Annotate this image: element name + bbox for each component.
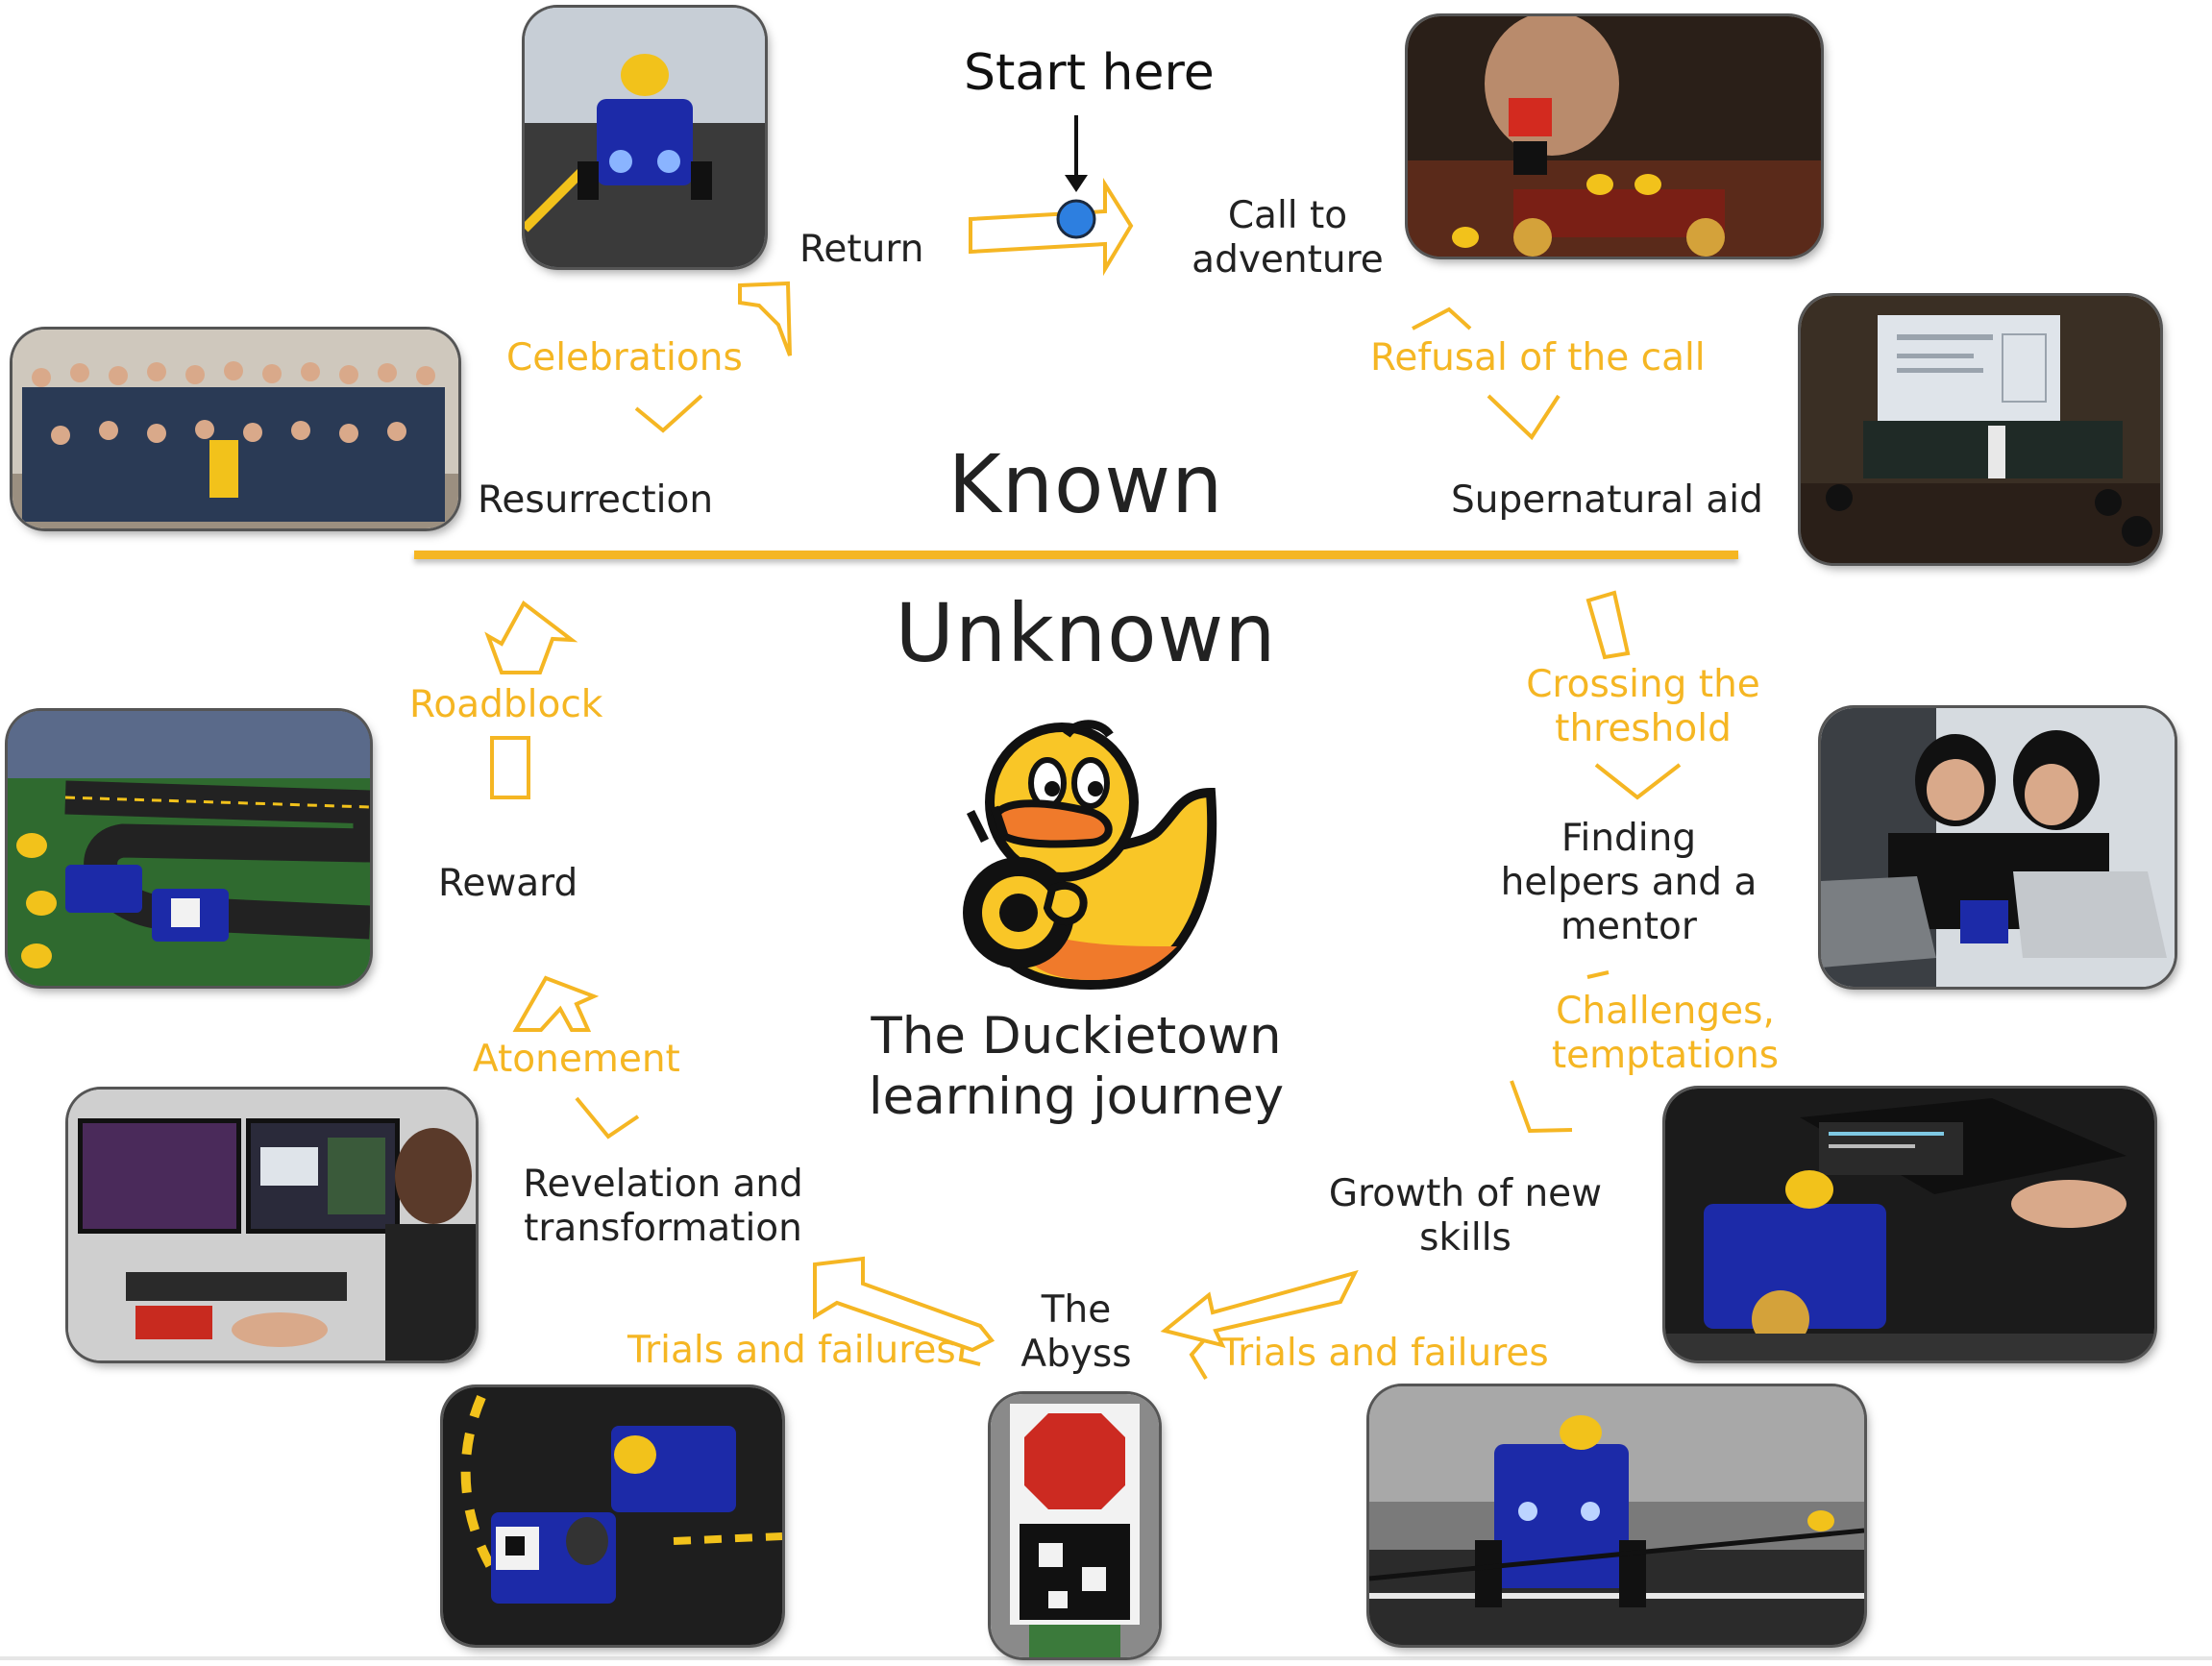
transition-challenges-line-2: temptations bbox=[1540, 1034, 1790, 1078]
stage-abyss-line-2: Abyss bbox=[999, 1333, 1153, 1377]
photo-group bbox=[12, 330, 458, 528]
stage-growth-line-2: skills bbox=[1312, 1216, 1619, 1261]
photo-duckiebot-on-road bbox=[525, 8, 765, 267]
stage-revelation-line-1: Revelation and bbox=[509, 1163, 817, 1207]
transition-crossing-line-2: threshold bbox=[1518, 707, 1768, 751]
trials-right-tail bbox=[1192, 1340, 1206, 1379]
photo-students-with-laptops bbox=[1821, 708, 2175, 987]
crossing-chevron bbox=[1596, 765, 1680, 797]
transition-crossing: Crossing the threshold bbox=[1518, 663, 1768, 751]
challenges-tick bbox=[1587, 972, 1609, 977]
stage-growth: Growth of new skills bbox=[1312, 1172, 1619, 1261]
stage-resurrection: Resurrection bbox=[478, 478, 713, 523]
transition-atonement: Atonement bbox=[473, 1038, 680, 1082]
stage-revelation-line-2: transformation bbox=[509, 1207, 817, 1251]
transition-challenges-line-1: Challenges, bbox=[1540, 990, 1790, 1034]
transition-celebrations: Celebrations bbox=[506, 336, 743, 380]
stage-call-to-adventure: Call to adventure bbox=[1177, 194, 1398, 282]
stage-finding-line-1: Finding bbox=[1475, 817, 1782, 861]
stage-call-line-1: Call to bbox=[1177, 194, 1398, 238]
transition-refusal: Refusal of the call bbox=[1370, 336, 1706, 380]
start-dot bbox=[1058, 201, 1094, 237]
stage-finding-line-3: mentor bbox=[1475, 905, 1782, 949]
photo-laptop-and-robot bbox=[1665, 1089, 2154, 1360]
atonement-chevron-up bbox=[516, 978, 594, 1030]
transition-trials-right: Trials and failures bbox=[1220, 1332, 1549, 1376]
center-title: The Duckietown learning journey bbox=[846, 1007, 1307, 1127]
center-title-line-2: learning journey bbox=[846, 1067, 1307, 1128]
photo-duckietown-city bbox=[8, 711, 370, 986]
start-label: Start here bbox=[964, 44, 1215, 102]
crossing-arrow-top bbox=[1588, 593, 1628, 657]
celebrations-chevron bbox=[636, 396, 701, 430]
stage-abyss-line-1: The bbox=[999, 1288, 1153, 1333]
transition-trials-left: Trials and failures bbox=[627, 1329, 956, 1373]
atonement-chevron-down bbox=[577, 1098, 638, 1137]
stage-abyss: The Abyss bbox=[999, 1288, 1153, 1377]
transition-roadblock: Roadblock bbox=[409, 683, 602, 727]
refusal-chevron-up bbox=[1413, 309, 1470, 329]
known-unknown-divider bbox=[414, 551, 1738, 559]
stage-call-line-2: adventure bbox=[1177, 238, 1398, 282]
known-label: Known bbox=[946, 437, 1225, 531]
stage-revelation: Revelation and transformation bbox=[509, 1163, 817, 1251]
center-title-line-1: The Duckietown bbox=[846, 1007, 1307, 1067]
photo-stop-sign-closeup bbox=[991, 1394, 1159, 1657]
roadblock-bar bbox=[492, 738, 528, 797]
start-arrow bbox=[971, 184, 1131, 269]
photo-computer-workstation bbox=[68, 1090, 476, 1360]
stage-return: Return bbox=[799, 228, 923, 272]
photo-robots-top-view bbox=[443, 1387, 782, 1645]
stage-reward: Reward bbox=[438, 862, 578, 906]
stage-supernatural-aid: Supernatural aid bbox=[1451, 478, 1763, 523]
roadblock-arrow bbox=[488, 603, 572, 673]
photo-robot-on-track bbox=[1369, 1386, 1864, 1645]
duck-logo bbox=[946, 716, 1235, 1004]
stage-finding-helpers: Finding helpers and a mentor bbox=[1475, 817, 1782, 949]
transition-crossing-line-1: Crossing the bbox=[1518, 663, 1768, 707]
transition-challenges: Challenges, temptations bbox=[1540, 990, 1790, 1078]
celebrations-arrow bbox=[740, 283, 790, 355]
unknown-label: Unknown bbox=[889, 586, 1283, 680]
photo-stop-sign-display bbox=[1408, 16, 1821, 257]
refusal-chevron-down bbox=[1488, 396, 1559, 437]
stage-finding-line-2: helpers and a bbox=[1475, 861, 1782, 905]
stage-growth-line-1: Growth of new bbox=[1312, 1172, 1619, 1216]
challenges-arrow bbox=[1512, 1081, 1572, 1131]
photo-lecture-hall bbox=[1801, 296, 2160, 563]
